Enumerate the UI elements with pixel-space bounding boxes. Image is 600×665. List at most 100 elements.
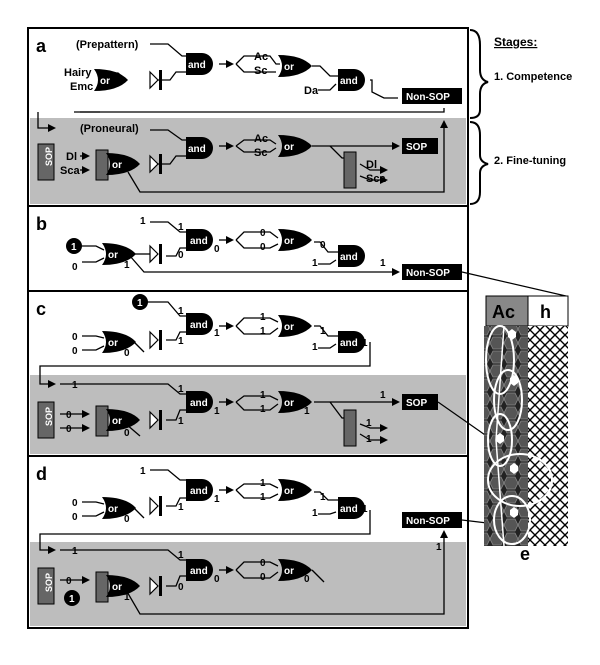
svg-text:0: 0 [66,424,72,435]
svg-text:0: 0 [72,512,78,523]
svg-text:1: 1 [260,312,266,323]
svg-text:1: 1 [178,416,184,427]
svg-text:Dl: Dl [66,151,77,163]
non-sop-output-a: Non-SOP [406,92,450,103]
svg-text:SOP: SOP [44,147,54,166]
svg-text:0: 0 [124,348,130,359]
svg-text:and: and [340,252,358,263]
panel-d-active-input: 1 [69,594,75,605]
svg-text:or: or [284,486,294,497]
svg-text:or: or [112,160,122,171]
svg-text:and: and [190,486,208,497]
svg-text:or: or [108,504,118,515]
svg-text:1: 1 [72,546,78,557]
svg-text:0: 0 [214,574,220,585]
svg-text:0: 0 [124,514,130,525]
stages-title: Stages: [494,35,537,49]
svg-text:Hairy: Hairy [64,67,92,79]
panel-c-letter: c [36,299,46,319]
stage-competence-label: 1. Competence [494,71,572,83]
svg-text:0: 0 [66,410,72,421]
svg-text:SOP: SOP [44,407,54,426]
panel-a-gates [37,53,462,189]
gate-and-label: and [188,60,206,71]
svg-text:1: 1 [140,216,146,227]
svg-text:0: 0 [214,244,220,255]
non-sop-output-b: Non-SOP [406,268,450,279]
svg-text:1: 1 [304,406,310,417]
panel-c-gates [37,294,438,447]
stage-finetuning-label: 2. Fine-tuning [494,155,566,167]
svg-text:or: or [284,398,294,409]
svg-text:0: 0 [66,576,72,587]
brace-finetuning [469,121,489,205]
panel-d-gates [37,479,462,606]
non-sop-output-d: Non-SOP [406,516,450,527]
svg-text:1: 1 [260,492,266,503]
svg-text:1: 1 [124,592,130,603]
panel-b-letter: b [36,214,47,234]
svg-text:0: 0 [72,498,78,509]
svg-text:1: 1 [380,258,386,269]
svg-text:Emc: Emc [70,81,93,93]
svg-text:0: 0 [260,572,266,583]
panel-c-active-input: 1 [137,298,143,309]
gate-or-label: or [100,76,110,87]
svg-text:1: 1 [214,328,220,339]
svg-text:1: 1 [380,390,386,401]
svg-text:1: 1 [178,306,184,317]
svg-text:Sc: Sc [254,147,267,159]
svg-text:SOP: SOP [44,573,54,592]
panel-e-h-label: h [540,302,551,322]
panel-c-circuit [39,301,400,444]
panel-e-ac-label: Ac [492,302,515,322]
svg-text:0: 0 [320,240,326,251]
svg-text:Sc: Sc [254,65,267,77]
svg-text:1: 1 [72,380,78,391]
svg-text:and: and [188,144,206,155]
svg-text:1: 1 [214,494,220,505]
svg-text:0: 0 [260,228,266,239]
svg-text:1: 1 [366,434,372,445]
svg-text:1: 1 [320,326,326,337]
svg-text:1: 1 [140,466,146,477]
panel-c-finetune-shade [30,375,466,454]
svg-text:0: 0 [358,248,364,259]
sop-output-a: SOP [406,142,427,153]
svg-text:1: 1 [362,338,368,349]
svg-text:0: 0 [260,242,266,253]
svg-text:0: 0 [72,332,78,343]
svg-text:1: 1 [362,504,368,515]
svg-text:Da: Da [304,85,319,97]
svg-text:0: 0 [72,262,78,273]
svg-text:1: 1 [260,404,266,415]
svg-text:1: 1 [312,342,318,353]
panel-a-letter: a [36,36,47,56]
panel-d-letter: d [36,464,47,484]
svg-text:0: 0 [178,582,184,593]
svg-text:1: 1 [178,502,184,513]
svg-text:and: and [340,338,358,349]
svg-text:1: 1 [124,260,130,271]
panel-e-tissue: Ac h [437,271,569,547]
svg-text:1: 1 [312,508,318,519]
svg-text:1: 1 [366,418,372,429]
svg-text:or: or [284,236,294,247]
svg-text:0: 0 [304,574,310,585]
svg-text:or: or [284,566,294,577]
svg-text:or: or [112,582,122,593]
svg-text:Dl: Dl [366,159,377,171]
panel-a-labels: (Prepattern) Hairy Emc Ac Sc Da (Proneur… [60,39,386,185]
svg-text:1: 1 [312,258,318,269]
svg-text:0: 0 [124,428,130,439]
svg-text:Sca: Sca [366,173,386,185]
svg-text:(Prepattern): (Prepattern) [76,39,139,51]
svg-text:0: 0 [178,250,184,261]
svg-text:1: 1 [214,406,220,417]
svg-text:0: 0 [260,558,266,569]
brace-competence [469,29,489,119]
svg-text:Ac: Ac [254,51,268,63]
sop-output-c: SOP [406,398,427,409]
svg-text:1: 1 [260,478,266,489]
